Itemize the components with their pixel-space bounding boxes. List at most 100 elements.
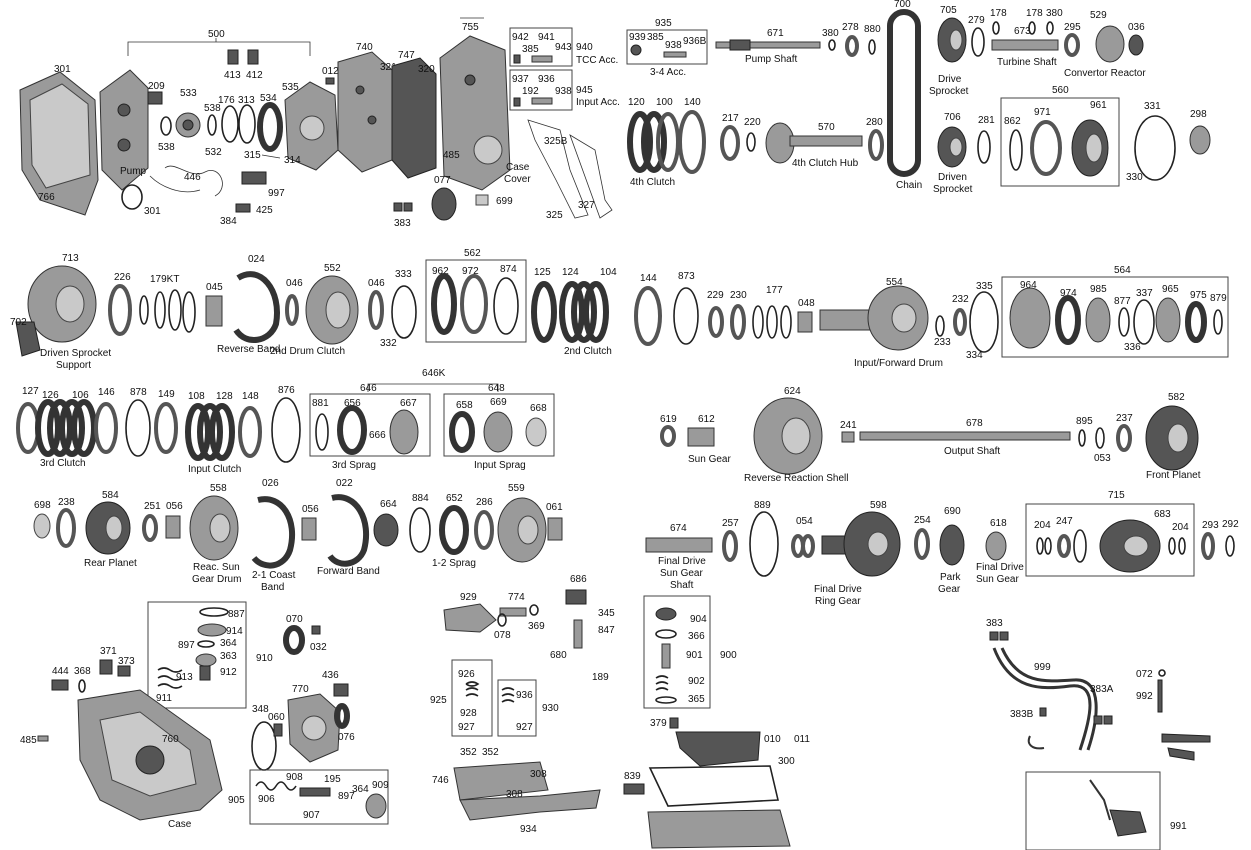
label-257: 257 [722,518,739,529]
part-022-forward-band [327,494,370,567]
label-348: 348 [252,704,269,715]
label-584: 584 [102,490,119,501]
label-961: 961 [1090,100,1107,111]
label-078: 078 [494,630,511,641]
label-678: 678 [966,418,983,429]
label-332: 332 [380,338,397,349]
label-934: 934 [520,824,537,835]
caption-fd-sun-gear-1: Final Drive [976,562,1024,573]
part-906-spring [255,781,297,791]
label-558: 558 [210,483,227,494]
label-713: 713 [62,253,79,264]
label-690: 690 [944,506,961,517]
part-746-plate [453,761,549,801]
label-209: 209 [148,81,165,92]
label-500: 500 [208,29,225,40]
part-024-reverse-band [233,271,280,343]
caption-turbine-shaft: Turbine Shaft [997,57,1057,68]
caption-tcc-acc: TCC Acc. [576,55,618,66]
part-570-4th-clutch-hub [765,122,863,164]
label-177: 177 [766,285,783,296]
part-699 [475,194,489,206]
label-619: 619 [660,414,677,425]
label-554: 554 [886,277,903,288]
label-011: 011 [794,734,810,745]
label-054: 054 [796,516,813,527]
label-060: 060 [268,712,285,723]
label-618: 618 [990,518,1007,529]
label-220: 220 [744,117,761,128]
label-373: 373 [118,656,135,667]
label-705: 705 [940,5,957,16]
part-301-gasket [121,184,143,210]
label-179KT: 179KT [150,274,179,285]
label-298: 298 [1190,109,1207,120]
label-667: 667 [400,398,417,409]
label-562: 562 [464,248,481,259]
caption-2nd-drum-clutch: 2nd Drum Clutch [270,346,345,357]
label-897-a: 897 [178,640,195,651]
caption-3rd-sprag: 3rd Sprag [332,460,376,471]
label-698: 698 [34,500,51,511]
label-965: 965 [1162,284,1179,295]
label-873: 873 [678,271,695,282]
label-352-b: 352 [482,747,499,758]
part-598-final-drive-ring-gear [821,511,901,577]
label-128: 128 [216,391,233,402]
label-927-a: 927 [458,722,475,733]
label-237: 237 [1116,413,1133,424]
label-108: 108 [188,391,205,402]
part-pan [647,809,791,849]
label-204-a: 204 [1034,520,1051,531]
label-715: 715 [1108,490,1125,501]
label-189: 189 [592,672,609,683]
caption-4th-clutch-hub: 4th Clutch Hub [792,158,859,169]
part-425 [235,203,251,213]
label-889: 889 [754,500,771,511]
label-380-b: 380 [1046,8,1063,19]
label-444: 444 [52,666,69,677]
label-368: 368 [74,666,91,677]
caption-reverse-band: Reverse Band [217,344,280,355]
label-991: 991 [1170,821,1187,832]
label-295: 295 [1064,22,1081,33]
label-862: 862 [1004,116,1021,127]
caption-driven-sprocket-2: Sprocket [933,184,973,195]
label-881: 881 [312,398,329,409]
label-582: 582 [1168,392,1185,403]
label-140: 140 [684,97,701,108]
label-334: 334 [966,350,983,361]
caption-case-cover-1: Case [506,162,530,173]
label-671: 671 [767,28,784,39]
label-233: 233 [934,337,951,348]
caption-chain: Chain [896,180,922,191]
label-879: 879 [1210,293,1227,304]
label-232: 232 [952,294,969,305]
caption-fd-sun-gear-shaft-2: Sun Gear [660,568,703,579]
label-962: 962 [432,266,449,277]
label-241: 241 [840,420,857,431]
part-678-output-shaft [859,431,1071,441]
label-383-top: 383 [394,218,411,229]
label-425: 425 [256,205,273,216]
part-913-spring [157,667,183,689]
label-022: 022 [336,478,353,489]
label-379: 379 [650,718,667,729]
label-315: 315 [244,150,261,161]
part-325-gasket [527,119,589,219]
label-230: 230 [730,290,747,301]
acc-34-box [626,29,708,65]
caption-output-shaft: Output Shaft [944,446,1000,457]
label-363: 363 [220,651,237,662]
label-149: 149 [158,389,175,400]
part-558-reac-sun-gear-drum [189,495,239,561]
caption-sun-gear: Sun Gear [688,454,731,465]
label-938-b: 938 [665,40,682,51]
label-045: 045 [206,282,223,293]
label-992: 992 [1136,691,1153,702]
label-770: 770 [292,684,309,695]
label-385-a: 385 [522,44,539,55]
caption-drive-sprocket-1: Drive [938,74,962,85]
label-664: 664 [380,499,397,510]
label-552: 552 [324,263,341,274]
